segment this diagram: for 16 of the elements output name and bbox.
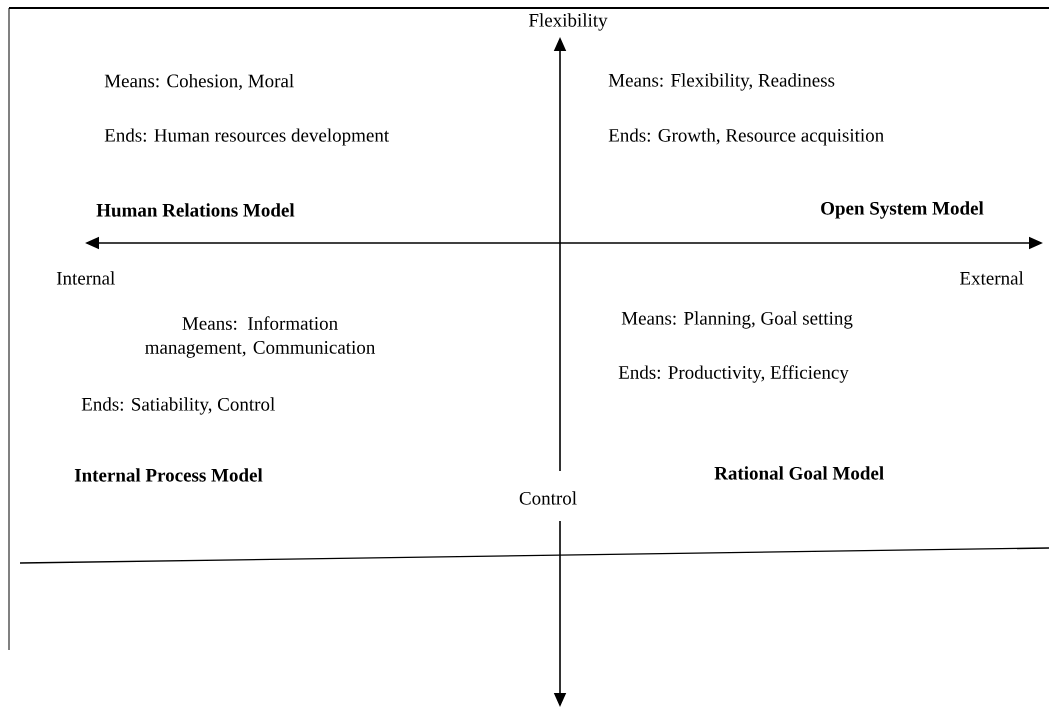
quadrant-text: Means: Planning, Goal setting [621, 311, 853, 329]
model-title: Rational Goal Model [714, 466, 884, 480]
axis-label: Flexibility [528, 13, 608, 31]
axis-label: Control [519, 491, 577, 505]
quadrant-text: Means: Cohesion, Moral [104, 73, 294, 91]
quadrant-text: Means: Information management, Communication [145, 316, 376, 358]
quadrant-text: Ends: Productivity, Efficiency [618, 365, 849, 383]
model-title: Internal Process Model [74, 468, 263, 482]
model-title: Open System Model [821, 201, 984, 219]
axis-label: Internal [56, 271, 115, 285]
quadrant-text: Ends: Human resources development [104, 128, 389, 146]
quadrant-text: Means: Flexibility, Readiness [608, 73, 835, 91]
axis-label: External [960, 271, 1024, 285]
quadrant-text: Ends: Satiability, Control [81, 397, 275, 415]
model-title: Human Relations Model [96, 203, 295, 217]
quadrant-text: Ends: Growth, Resource acquisition [608, 128, 884, 146]
